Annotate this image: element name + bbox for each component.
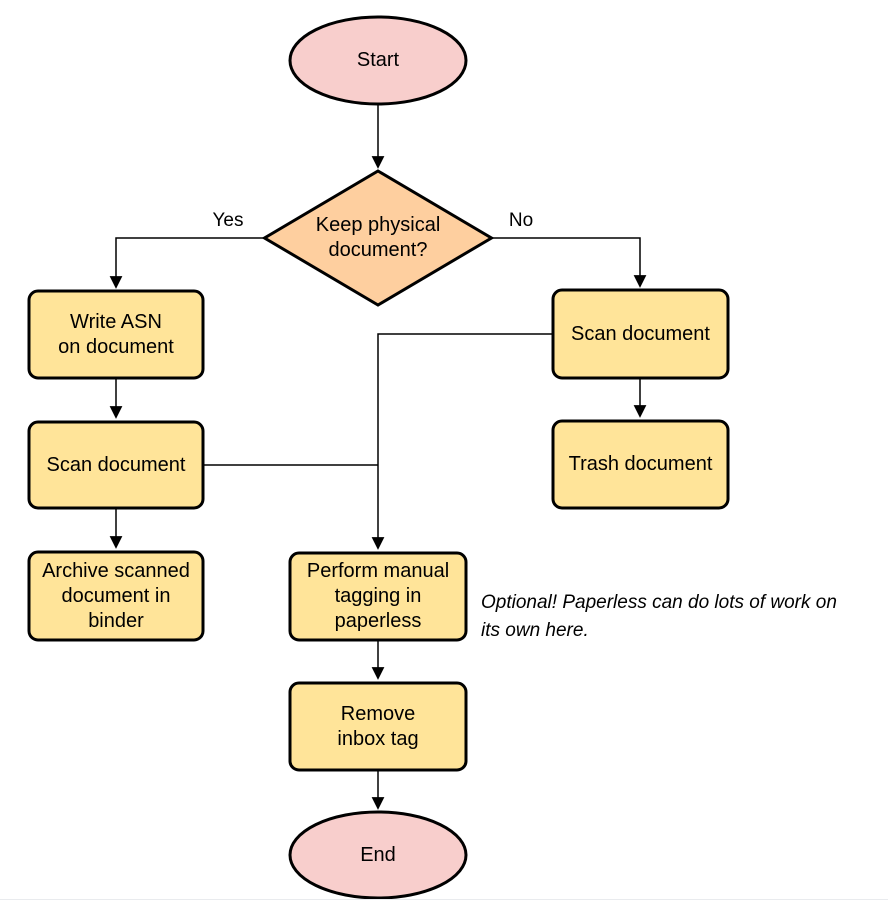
node-scan-right-shape: [551, 288, 730, 380]
node-decision-label: Keep physical document?: [315, 214, 441, 261]
edge-label-no: No: [508, 210, 534, 231]
node-start-label: Start: [356, 49, 400, 71]
node-decision-shape: [261, 169, 495, 307]
node-archive-shape: [27, 550, 205, 642]
node-archive-label: Archive scanned document in binder: [42, 559, 190, 632]
bottom-separator-line: [0, 899, 888, 900]
node-tagging-shape: [288, 551, 468, 642]
edge-scanright-to-tagging: [371, 333, 553, 550]
edge-label-yes: Yes: [212, 210, 244, 231]
node-trash-label: Trash document: [568, 453, 713, 475]
node-write-asn-shape: [27, 289, 205, 380]
node-remove-inbox-shape: [288, 681, 468, 772]
node-scan-left-shape: [27, 420, 205, 510]
edge-decision-yes: [109, 237, 264, 289]
node-scan-right-label: Scan document: [571, 322, 710, 345]
node-scan-left-label: Scan document: [46, 453, 186, 476]
edge-decision-no: [492, 237, 647, 288]
node-tagging-label: Perform manual tagging in paperless: [306, 560, 450, 632]
node-start-shape: [288, 15, 468, 106]
node-end-label: End: [360, 843, 396, 866]
node-trash-shape: [551, 419, 730, 510]
node-end-shape: [288, 810, 468, 900]
node-write-asn-label: Write ASN on document: [58, 310, 174, 358]
node-remove-inbox-label: Remove inbox tag: [337, 702, 419, 750]
optional-note: Optional! Paperless can do lots of work …: [481, 592, 837, 641]
